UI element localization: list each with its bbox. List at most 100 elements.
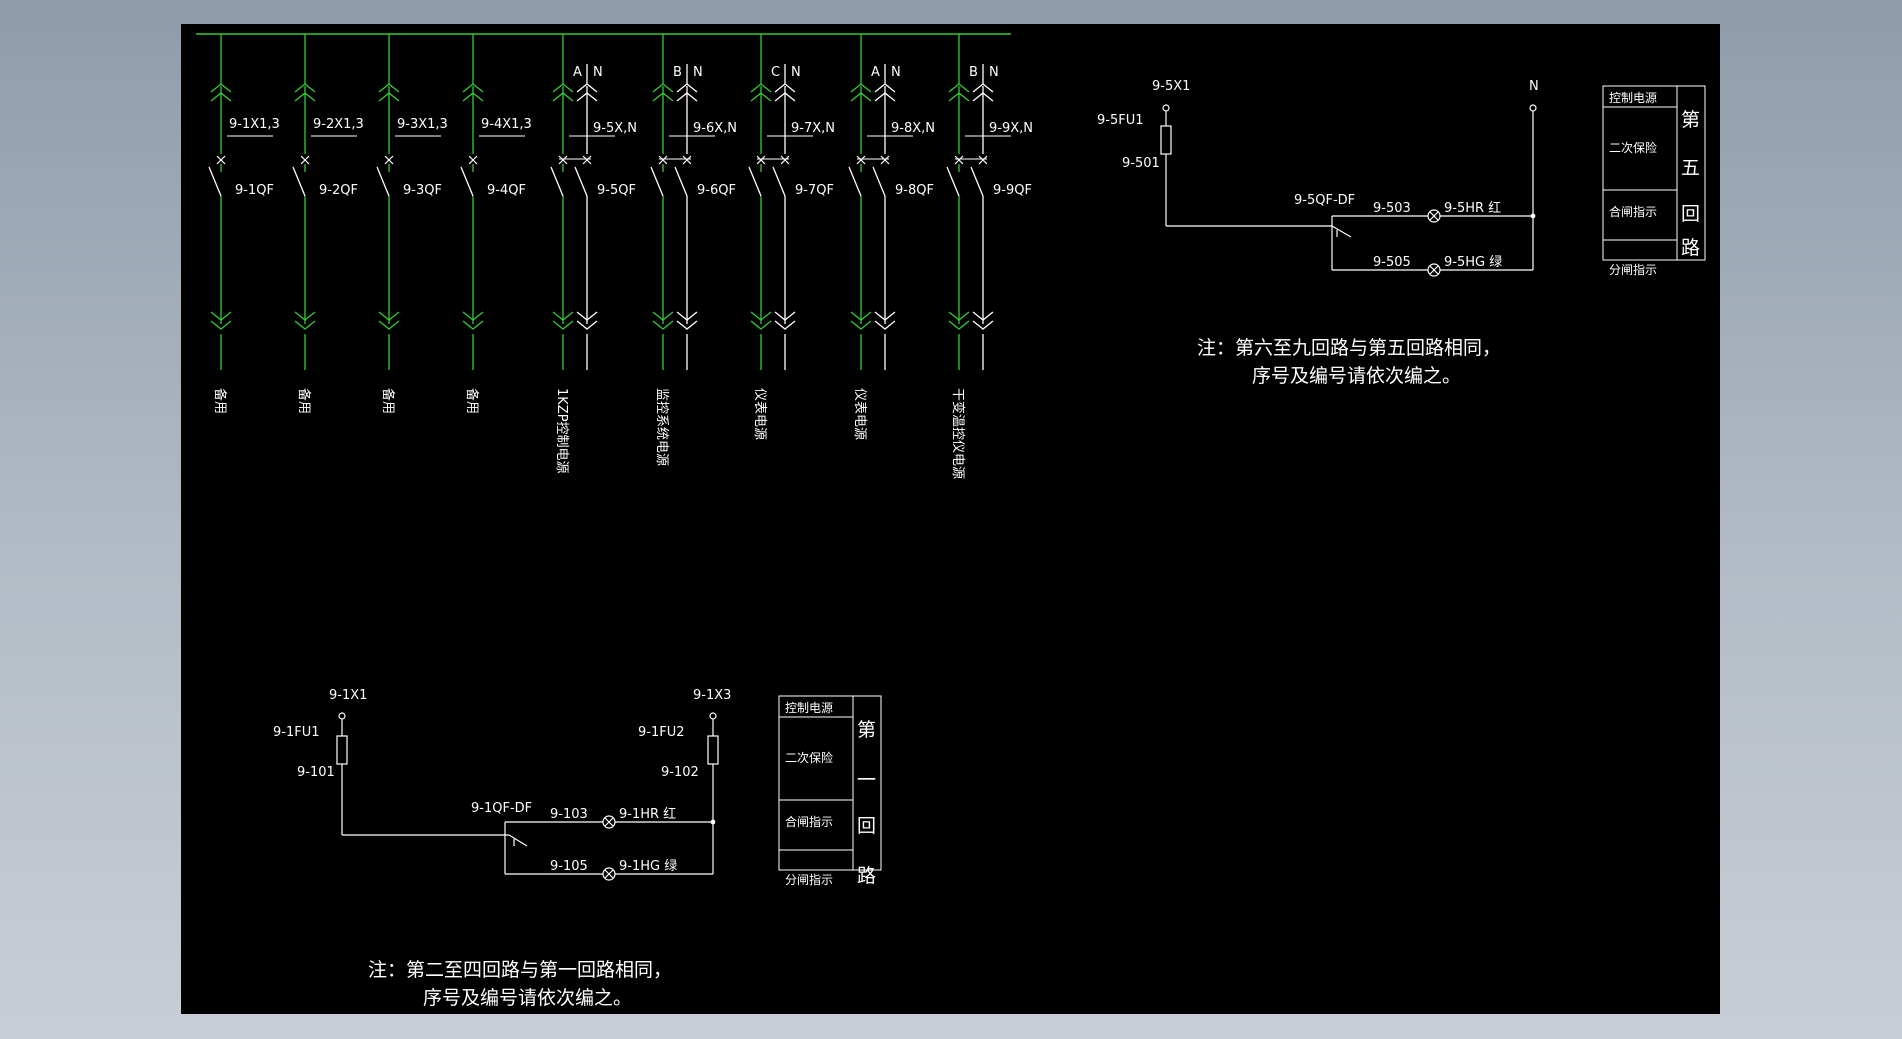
feeder-columns: 9-1X1,39-1QF备用9-2X1,39-2QF备用9-3X1,39-3QF… — [208, 34, 1033, 479]
feeder-9-4QF: 9-4X1,3 9-4QF 备用 — [460, 34, 532, 414]
table1-row-secondary-fuse: 二次保险 — [785, 750, 833, 765]
phase-label-B: B — [969, 65, 978, 80]
terminal-label: 9-4X1,3 — [481, 117, 532, 132]
label-9-1FU1: 9-1FU1 — [273, 725, 320, 740]
circuit-1-labels: 9-1X1 9-1X3 9-1FU1 9-1FU2 9-101 9-102 9-… — [273, 688, 731, 874]
circuit-1-legend-table: 控制电源 二次保险 合闸指示 分闸指示 第 一 回 路 — [778, 695, 882, 887]
label-N: N — [1529, 79, 1539, 94]
table5-title-char-4: 路 — [1681, 237, 1700, 259]
label-9-501: 9-501 — [1122, 156, 1160, 171]
circuit-5-legend-table: 控制电源 二次保险 合闸指示 分闸指示 第 五 回 路 — [1602, 85, 1706, 277]
breaker-label: 9-5QF — [597, 183, 636, 198]
terminal-label: 9-6X,N — [693, 121, 737, 136]
label-9-5QF-DF: 9-5QF-DF — [1294, 193, 1355, 208]
breaker-label: 9-9QF — [993, 183, 1032, 198]
table5-row-open-indicator: 分闸指示 — [1609, 262, 1657, 277]
breaker-label: 9-3QF — [403, 183, 442, 198]
phase-label-A: A — [573, 65, 582, 80]
label-9-1X3: 9-1X3 — [693, 688, 731, 703]
terminal-9-1X1-symbol — [338, 712, 346, 720]
label-9-1HR: 9-1HR 红 — [619, 806, 676, 822]
table5-title-char-3: 回 — [1681, 203, 1700, 225]
terminal-label: 9-8X,N — [891, 121, 935, 136]
terminal-label: 9-5X,N — [593, 121, 637, 136]
label-9-105: 9-105 — [550, 859, 588, 874]
label-9-1FU2: 9-1FU2 — [638, 725, 685, 740]
table1-row-control-power: 控制电源 — [785, 701, 833, 715]
load-label: 备用 — [380, 388, 396, 414]
table1-title-char-2: 一 — [857, 769, 876, 791]
label-9-5X1: 9-5X1 — [1152, 79, 1190, 94]
schematic-canvas: 9-1X1,39-1QF备用9-2X1,39-2QF备用9-3X1,39-3QF… — [196, 33, 1706, 1009]
table1-title-char-1: 第 — [857, 719, 876, 741]
terminal-9-5X1-symbol — [1162, 104, 1170, 112]
table1-title-char-4: 路 — [857, 865, 876, 887]
circuit-5-schematic — [1160, 104, 1537, 277]
feeder-9-2QF: 9-2X1,3 9-2QF 备用 — [292, 34, 364, 414]
load-label: 备用 — [464, 388, 480, 414]
terminal-N-symbol — [1529, 104, 1537, 112]
phase-label-N: N — [593, 65, 603, 80]
load-label: 备用 — [212, 388, 228, 414]
feeder-9-3QF: 9-3X1,3 9-3QF 备用 — [376, 34, 448, 414]
phase-label-C: C — [771, 65, 780, 80]
table5-title-char-1: 第 — [1681, 109, 1700, 131]
table1-row-close-indicator: 合闸指示 — [785, 814, 833, 829]
table1-row-open-indicator: 分闸指示 — [785, 872, 833, 887]
phase-label-N: N — [791, 65, 801, 80]
terminal-9-1X3-symbol — [709, 712, 717, 720]
load-label: 1KZP控制电源 — [554, 388, 569, 474]
terminal-label: 9-9X,N — [989, 121, 1033, 136]
load-label: 仪表电源 — [752, 388, 767, 440]
terminal-label: 9-2X1,3 — [313, 117, 364, 132]
phase-label-B: B — [673, 65, 682, 80]
fuse-9-1FU1-symbol — [336, 735, 348, 765]
table5-row-secondary-fuse: 二次保险 — [1609, 140, 1657, 155]
fuse-9-5FU1-symbol — [1160, 125, 1172, 155]
table1-title-char-3: 回 — [857, 815, 876, 837]
phase-label-A: A — [871, 65, 880, 80]
table5-title-char-2: 五 — [1681, 157, 1700, 179]
label-9-1HG: 9-1HG 绿 — [619, 859, 677, 874]
note-circuit-5-line-2: 序号及编号请依次编之。 — [1252, 365, 1461, 387]
breaker-label: 9-2QF — [319, 183, 358, 198]
note-circuit-1-line-1: 注：第二至四回路与第一回路相同， — [368, 959, 672, 981]
label-9-5FU1: 9-5FU1 — [1097, 113, 1144, 128]
note-circuit-1-line-2: 序号及编号请依次编之。 — [423, 987, 632, 1009]
terminal-label: 9-3X1,3 — [397, 117, 448, 132]
label-9-103: 9-103 — [550, 807, 588, 822]
circuit-5-labels: 9-5X1 N 9-5FU1 9-501 9-5QF-DF 9-503 9-5H… — [1097, 79, 1539, 270]
label-9-102: 9-102 — [661, 765, 699, 780]
terminal-label: 9-1X1,3 — [229, 117, 280, 132]
breaker-label: 9-7QF — [795, 183, 834, 198]
table5-row-control-power: 控制电源 — [1609, 91, 1657, 105]
terminal-label: 9-7X,N — [791, 121, 835, 136]
label-9-1X1: 9-1X1 — [329, 688, 367, 703]
fuse-9-1FU2-symbol — [707, 735, 719, 765]
label-9-505: 9-505 — [1373, 255, 1411, 270]
phase-label-N: N — [989, 65, 999, 80]
table5-row-close-indicator: 合闸指示 — [1609, 204, 1657, 219]
load-label: 监控系统电源 — [654, 388, 669, 466]
load-label: 仪表电源 — [852, 388, 867, 440]
label-9-5HG: 9-5HG 绿 — [1444, 255, 1502, 270]
load-label: 干变温控仪电源 — [950, 388, 966, 479]
label-9-503: 9-503 — [1373, 201, 1411, 216]
label-9-5HR: 9-5HR 红 — [1444, 200, 1501, 216]
breaker-label: 9-8QF — [895, 183, 934, 198]
breaker-label: 9-6QF — [697, 183, 736, 198]
breaker-label: 9-4QF — [487, 183, 526, 198]
label-9-1QF-DF: 9-1QF-DF — [471, 801, 532, 816]
phase-label-N: N — [891, 65, 901, 80]
load-label: 备用 — [296, 388, 312, 414]
phase-label-N: N — [693, 65, 703, 80]
label-9-101: 9-101 — [297, 765, 335, 780]
note-circuit-5-line-1: 注：第六至九回路与第五回路相同， — [1197, 337, 1501, 359]
circuit-1-schematic — [336, 712, 719, 881]
